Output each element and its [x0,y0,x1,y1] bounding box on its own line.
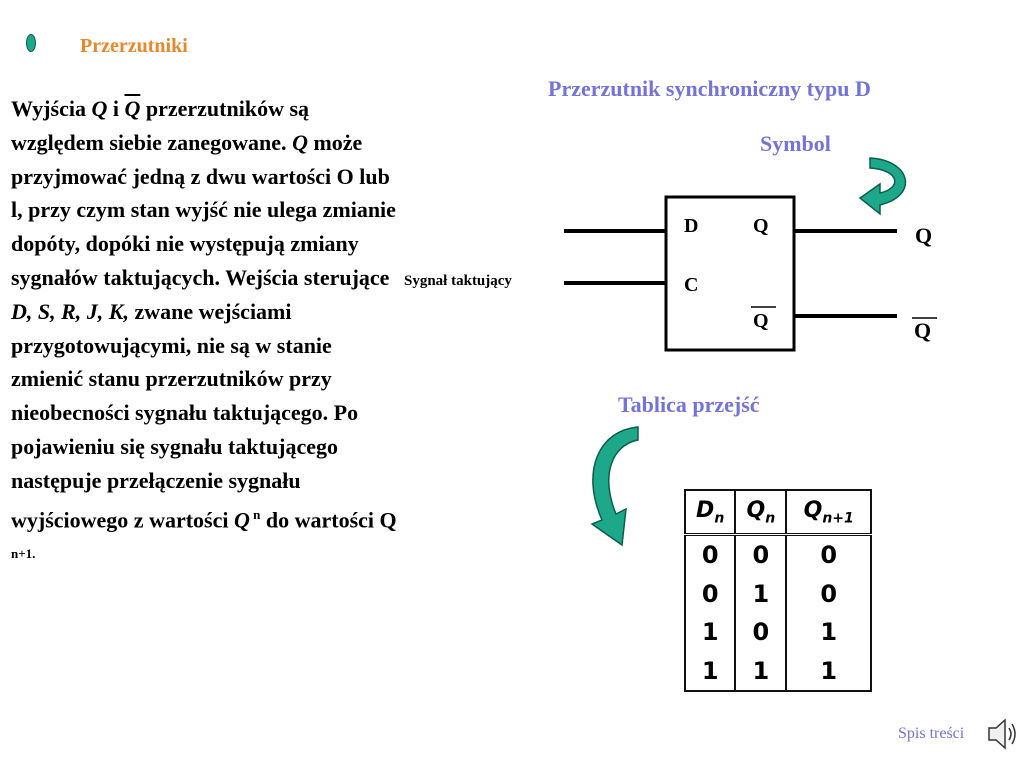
slide-heading: Przerzutniki [80,35,188,57]
table-cell: 0 [820,579,838,608]
header-base: Q [803,497,823,523]
n-superscript: n [249,506,261,522]
table-row: 0 1 0 [685,574,871,613]
pin-d: D [684,215,699,237]
column-header: Dn [685,490,737,536]
output-q-label: Q [915,223,933,248]
pin-c: C [684,274,699,296]
q-symbol: Q [91,96,108,121]
table-cell: 0 [820,541,838,570]
table-cell: 1 [820,656,838,685]
clock-signal-label: Sygnał taktujący [404,273,512,289]
table-cell: 0 [685,534,737,575]
text-run: Wyjścia [11,96,92,121]
header-base: D [696,497,715,523]
curved-arrow-icon [590,426,639,547]
bullet-icon [26,34,36,52]
curved-arrow-icon [858,157,907,216]
text-run: i [107,96,125,121]
table-cell: 0 [685,574,737,613]
text-run: może przyjmować jedną z dwu wartości O l… [11,129,396,290]
table-of-contents-link[interactable]: Spis treści [898,725,965,742]
table-cell: 1 [735,651,788,691]
speaker-icon[interactable] [985,716,1019,752]
table-row: 1 1 1 [685,651,871,691]
text-run: zwane wejściami przygotowującymi, nie są… [11,298,359,532]
header-sub: n+1 [822,510,854,527]
flip-flop-box [664,195,796,352]
header-sub: n [765,510,776,527]
column-header: Qn+1 [786,490,871,536]
output-q-bar-label: Q [914,318,932,343]
q-bar-symbol: Q [124,96,141,121]
truth-table: Dn Qn Qn+1 0 0 0 0 1 0 1 0 1 1 1 1 [684,489,872,692]
table-cell: 0 [735,612,788,652]
table-row: 1 0 1 [685,612,871,652]
table-cell: 0 [735,534,788,575]
column-header: Qn [735,490,788,536]
header-sub: n [714,510,725,527]
table-row: 0 0 0 [685,534,871,575]
table-cell: 1 [685,651,737,691]
qn-symbol: Q [234,506,250,532]
n-plus-one-superscript: n+1. [11,545,36,561]
pin-q: Q [753,215,769,237]
text-run: do wartości Q [260,506,397,532]
symbol-label: Symbol [760,131,831,156]
pin-q-bar: Q [753,310,769,332]
truth-table-title: Tablica przejść [618,392,760,417]
table-cell: 1 [685,612,737,652]
description-paragraph: Wyjścia Q i Q przerzutników są względem … [11,92,401,576]
table-cell: 1 [735,574,788,613]
header-base: Q [746,497,766,523]
inputs-list: D, S, R, J, K, [11,298,129,324]
q-symbol: Q [292,129,308,155]
table-cell: 1 [820,618,838,647]
diagram-title: Przerzutnik synchroniczny typu D [548,76,871,101]
table-header-row: Dn Qn Qn+1 [685,490,871,536]
text-run: przerzutników są względem siebie zanegow… [11,96,310,155]
